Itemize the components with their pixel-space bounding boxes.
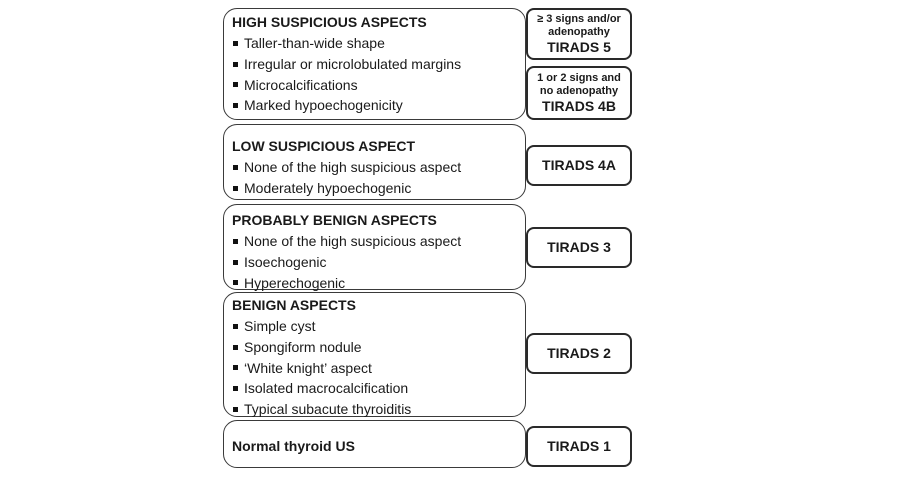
list-item: Irregular or microlobulated margins [232,54,519,75]
list-item: Marked hypoechogenicity [232,95,519,116]
benign-box: BENIGN ASPECTS Simple cyst Spongiform no… [223,292,526,417]
tirads-3-label: TIRADS 3 [547,239,611,255]
bullet-icon [233,238,238,244]
tirads-5-note-line1: ≥ 3 signs and/or [537,12,621,25]
tirads-1-label: TIRADS 1 [547,438,611,454]
bullet-icon [233,61,238,67]
low-suspicious-box: LOW SUSPICIOUS ASPECT None of the high s… [223,124,526,200]
tirads-2-label: TIRADS 2 [547,345,611,361]
bullet-icon [233,407,238,413]
benign-list: Simple cyst Spongiform nodule ‘White kni… [232,316,519,420]
bullet-icon [233,365,238,371]
probably-benign-heading: PROBABLY BENIGN ASPECTS [232,212,437,228]
list-item: Hyperechogenic [232,273,519,294]
high-suspicious-heading: HIGH SUSPICIOUS ASPECTS [232,14,427,30]
tirads-1-box: TIRADS 1 [526,426,632,467]
list-item: None of the high suspicious aspect [232,231,519,252]
list-item: Spongiform nodule [232,337,519,358]
high-suspicious-list: Taller-than-wide shape Irregular or micr… [232,33,519,116]
tirads-5-label: TIRADS 5 [547,38,611,55]
bullet-icon [233,185,238,191]
bullet-icon [233,259,238,265]
list-item: ‘White knight’ aspect [232,358,519,379]
list-item: None of the high suspicious aspect [232,157,519,178]
high-suspicious-box: HIGH SUSPICIOUS ASPECTS Taller-than-wide… [223,8,526,120]
bullet-icon [233,344,238,350]
bullet-icon [233,280,238,286]
tirads-5-note-line2: adenopathy [548,25,610,38]
bullet-icon [233,82,238,88]
probably-benign-list: None of the high suspicious aspect Isoec… [232,231,519,293]
normal-thyroid-heading: Normal thyroid US [232,438,355,454]
tirads-4b-label: TIRADS 4B [542,97,616,114]
bullet-icon [233,103,238,109]
list-item: Isoechogenic [232,252,519,273]
bullet-icon [233,40,238,46]
benign-heading: BENIGN ASPECTS [232,297,356,313]
list-item: Microcalcifications [232,75,519,96]
tirads-4a-box: TIRADS 4A [526,145,632,186]
list-item: Typical subacute thyroiditis [232,399,519,420]
list-item: Isolated macrocalcification [232,378,519,399]
tirads-4a-label: TIRADS 4A [542,157,616,173]
probably-benign-box: PROBABLY BENIGN ASPECTS None of the high… [223,204,526,293]
list-item: Moderately hypoechogenic [232,178,519,199]
low-suspicious-heading: LOW SUSPICIOUS ASPECT [232,138,416,154]
list-item: Taller-than-wide shape [232,33,519,54]
bullet-icon [233,323,238,329]
bullet-icon [233,386,238,392]
tirads-3-box: TIRADS 3 [526,227,632,268]
tirads-4b-box: 1 or 2 signs and no adenopathy TIRADS 4B [526,66,632,120]
tirads-4b-note-line1: 1 or 2 signs and [537,71,621,84]
low-suspicious-list: None of the high suspicious aspect Moder… [232,157,519,199]
tirads-4b-note-line2: no adenopathy [539,84,619,97]
list-item: Simple cyst [232,316,519,337]
tirads-5-box: ≥ 3 signs and/or adenopathy TIRADS 5 [526,8,632,60]
normal-thyroid-box: Normal thyroid US [223,420,526,468]
bullet-icon [233,164,238,170]
tirads-2-box: TIRADS 2 [526,333,632,374]
